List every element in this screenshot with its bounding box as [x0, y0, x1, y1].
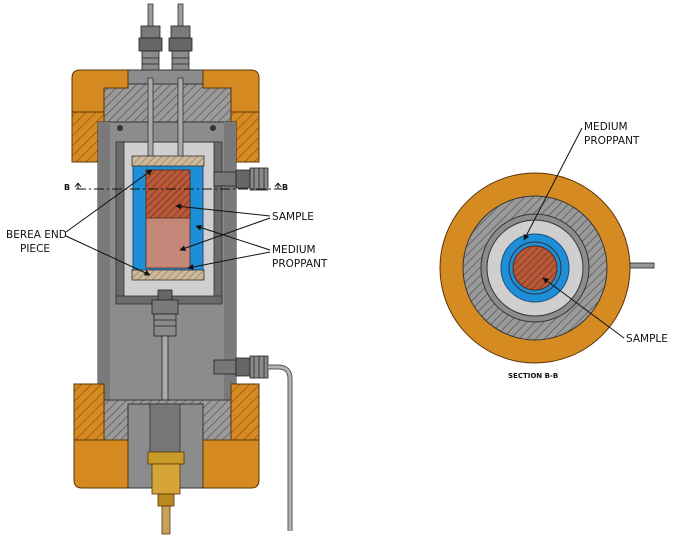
label-sample-section: SAMPLE — [626, 333, 668, 345]
leader-medium-2 — [187, 251, 271, 270]
berea-end-piece-bottom — [131, 269, 205, 281]
cross-section-b-b: MEDIUM PROPPANT SAMPLE SECTION B-B — [439, 121, 668, 380]
label-medium-section-line1: MEDIUM — [584, 121, 628, 133]
side-fitting-lower — [213, 355, 269, 379]
label-medium-long-line2: PROPPANT — [272, 258, 328, 270]
inlet-rod-left — [147, 77, 154, 159]
bottom-flange — [73, 383, 260, 489]
section-caption: SECTION B-B — [508, 372, 558, 380]
label-medium-section-line2: PROPPANT — [584, 135, 640, 147]
bottom-fitting — [147, 451, 185, 535]
leader-medium-section — [523, 127, 583, 241]
label-medium-long-line1: MEDIUM — [272, 244, 316, 256]
leader-berea-top — [65, 169, 153, 233]
section-mark-left: B — [64, 183, 70, 192]
leader-sample-1 — [175, 203, 271, 217]
top-fitting-right — [168, 25, 193, 78]
side-fitting-upper — [213, 167, 269, 191]
leader-sample-2 — [179, 217, 271, 252]
leader-berea-bottom — [65, 235, 151, 276]
outlet-tube — [268, 364, 293, 531]
inlet-rod-right — [177, 77, 184, 159]
label-berea-end-piece-line2: PIECE — [20, 243, 50, 255]
label-berea-end-piece-line1: BEREA END — [6, 229, 67, 241]
longitudinal-section: B B — [6, 3, 328, 535]
bottom-piston — [151, 289, 179, 407]
section-mark-right: B — [282, 183, 288, 192]
top-fitting-left — [138, 25, 163, 78]
leader-medium-1 — [195, 224, 271, 251]
berea-end-piece-top — [131, 155, 205, 167]
label-sample-long: SAMPLE — [272, 211, 314, 223]
leader-sample-section — [542, 277, 625, 339]
